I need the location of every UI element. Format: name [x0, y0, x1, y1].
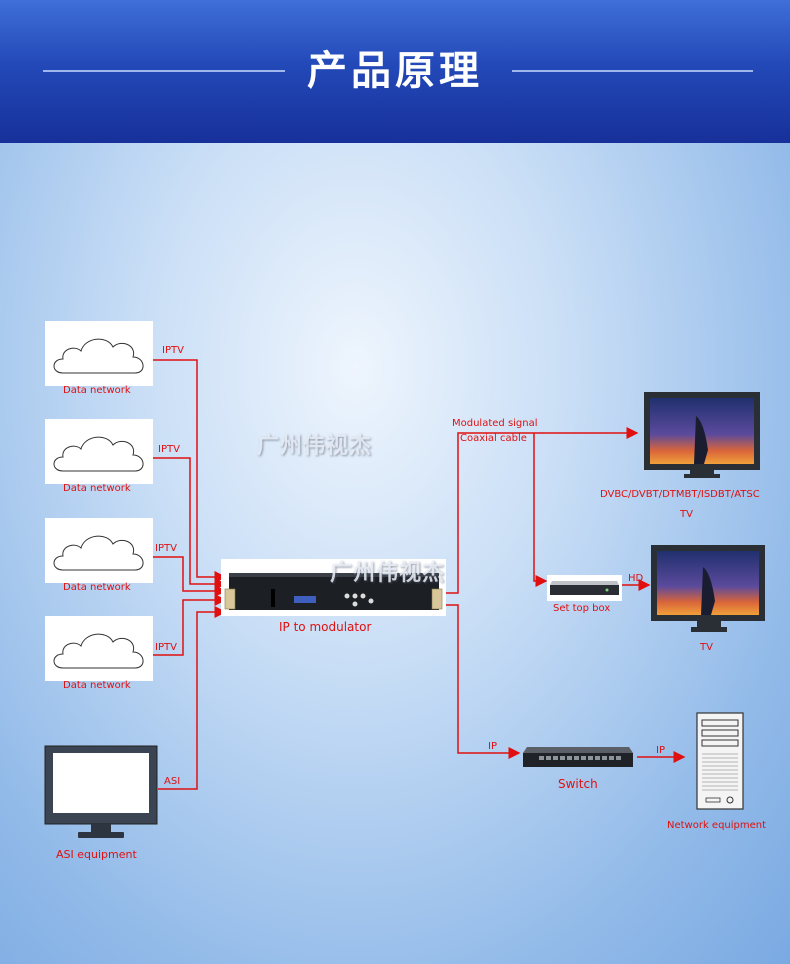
asi-link-label: ASI [164, 776, 181, 787]
asi-line [158, 606, 227, 790]
switch-label: Switch [558, 777, 598, 791]
modulator-device [221, 559, 446, 616]
data-network-1: Data network [45, 321, 153, 396]
iptv-line-1 [153, 359, 227, 583]
coaxial-cable-label: Coaxial cable [460, 433, 527, 444]
modulated-signal-label: Modulated signal [452, 418, 538, 429]
watermark-text: 广州伟视杰 [257, 434, 373, 459]
switch-icon [523, 747, 633, 767]
tv-icon [644, 392, 760, 478]
page-title: 产品原理 [307, 48, 483, 94]
header-divider-left [43, 70, 285, 72]
cloud-icon [53, 436, 144, 472]
iptv-link-label-2: IPTV [158, 444, 180, 455]
data-network-3: Data network [45, 518, 153, 593]
rack-device-icon [224, 573, 443, 610]
tv-label-1: TV [680, 509, 693, 520]
ip-link-label-2: IP [656, 745, 665, 756]
iptv-link-label-3: IPTV [155, 543, 177, 554]
tv-label-2: TV [700, 642, 713, 653]
stb-line [533, 433, 548, 587]
monitor-icon [44, 745, 158, 838]
iptv-link-label-1: IPTV [162, 345, 184, 356]
data-network-label: Data network [63, 582, 131, 593]
cloud-icon [53, 338, 144, 374]
coax-line [446, 427, 639, 594]
set-top-box-icon [547, 575, 622, 601]
network-equipment-label: Network equipment [667, 820, 767, 831]
data-network-label: Data network [63, 385, 131, 396]
iptv-link-label-4: IPTV [155, 642, 177, 653]
header-banner: 产品原理 [0, 0, 790, 143]
header-divider-right [512, 70, 753, 72]
iptv-line-4 [153, 594, 227, 656]
data-network-label: Data network [63, 680, 131, 691]
data-network-2: Data network [45, 419, 153, 494]
cloud-icon [53, 535, 144, 571]
tv-icon [651, 545, 765, 632]
set-top-box-label: Set top box [553, 603, 611, 614]
ip-link-label-1: IP [488, 741, 497, 752]
watermark-text: 广州伟视杰 [330, 561, 446, 586]
iptv-line-2 [153, 457, 227, 590]
computer-tower-icon [696, 712, 744, 810]
tv-standards-label: DVBC/DVBT/DTMBT/ISDBT/ATSC [600, 489, 760, 500]
modulator-label: IP to modulator [279, 620, 372, 634]
data-network-4: Data network [45, 616, 153, 691]
ip-switch-line [446, 604, 521, 759]
asi-equipment-label: ASI equipment [56, 848, 137, 861]
cloud-icon [53, 633, 144, 669]
data-network-label: Data network [63, 483, 131, 494]
hd-link-label: HD [628, 573, 644, 584]
iptv-line-3 [153, 556, 227, 597]
